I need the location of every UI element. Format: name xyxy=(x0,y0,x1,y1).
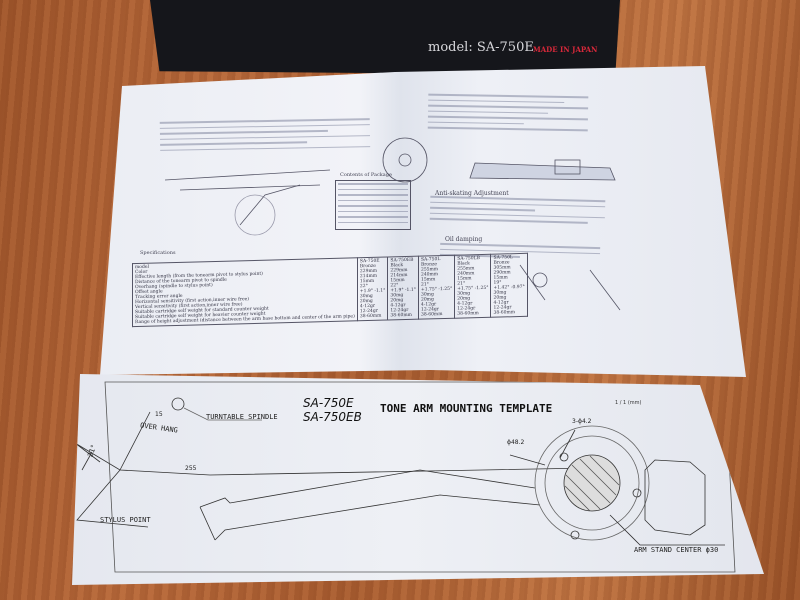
contents-heading: Contents of Package xyxy=(340,172,392,178)
effective-length-label: 255 xyxy=(185,465,197,472)
model-label: SA-750E xyxy=(303,396,354,410)
overhang-value: 15 xyxy=(155,411,163,418)
product-box xyxy=(150,0,620,75)
turntable-spindle-label: TURNTABLE SPINDLE xyxy=(206,413,278,421)
template-title: TONE ARM MOUNTING TEMPLATE xyxy=(380,402,553,415)
stylus-point-label: STYLUS POINT xyxy=(100,516,151,524)
anti-skating-heading: Anti-skating Adjustment xyxy=(435,190,509,197)
arm-stand-center-label: ARM STAND CENTER ϕ30 xyxy=(634,546,719,554)
specifications-heading: Specifications xyxy=(140,250,176,256)
oil-damping-heading: Oil damping xyxy=(445,236,483,243)
model-label: SA-750EB xyxy=(303,410,362,424)
template-scale: 1 / 1 (mm) xyxy=(615,400,642,406)
mounting-circle-spec: ϕ48.2 xyxy=(507,439,525,446)
box-model-label: model: SA-750E xyxy=(428,40,534,55)
box-made-in-label: MADE IN JAPAN xyxy=(533,45,598,54)
contents-list xyxy=(335,180,411,230)
mounting-hole-spec: 3-ϕ4.2 xyxy=(572,418,592,425)
